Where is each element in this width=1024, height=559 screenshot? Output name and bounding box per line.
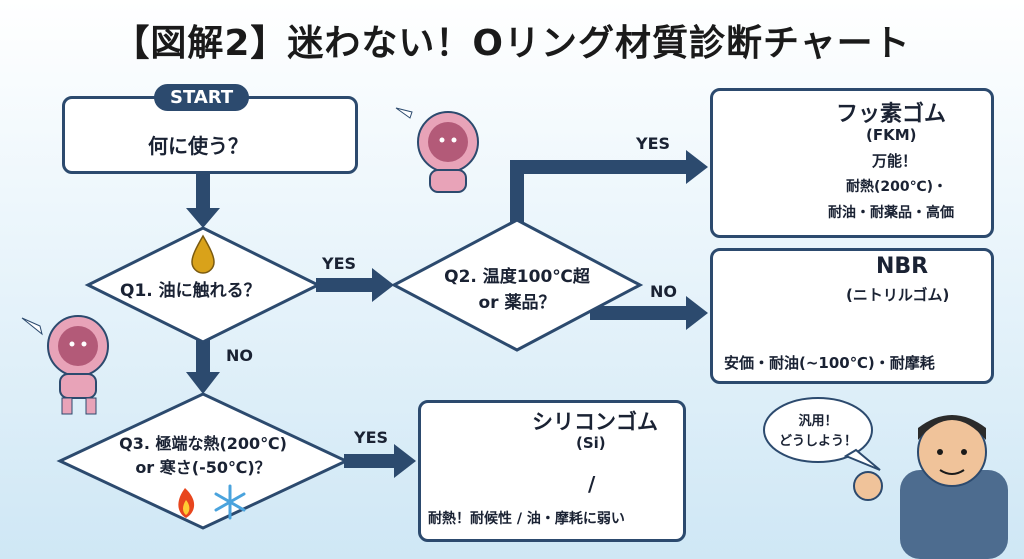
arrow-q2-to-fkm	[510, 150, 708, 234]
q3-yes-label: YES	[354, 428, 389, 447]
speech-line1: 汎用！	[798, 414, 838, 429]
q2-diamond	[390, 218, 644, 352]
speech-line2: どうしよう！	[778, 434, 857, 449]
q3-line2: or 寒さ(-50℃)？	[135, 458, 271, 477]
start-badge: START	[154, 84, 250, 111]
silicone-result-box	[418, 400, 686, 542]
q2-line1: Q2. 温度100℃超	[444, 267, 590, 287]
nbr-sub: (ニトリルゴム)	[846, 286, 950, 304]
fkm-sub: (FKM)	[866, 126, 917, 144]
start-question: 何に使う？	[148, 134, 248, 158]
speech-bubble	[763, 397, 881, 471]
snowflake-icon	[214, 484, 246, 520]
nbr-name: NBR	[876, 254, 929, 279]
fkm-desc1: 耐熱(200℃)・	[846, 179, 947, 195]
nbr-desc: 安価・耐油(~100℃)・耐摩耗	[724, 354, 935, 372]
silicone-slash: /	[588, 472, 596, 496]
page-title: 【図解2】迷わない！Oリング材質診断チャート	[113, 23, 911, 64]
silicone-desc: 耐熱！耐候性 / 油・摩耗に弱い	[428, 511, 625, 527]
arrow-q1-to-q3	[186, 340, 220, 394]
q1-diamond	[84, 226, 322, 344]
silicone-sub: (Si)	[576, 434, 606, 452]
fkm-name: フッ素ゴム	[836, 102, 947, 127]
nbr-result-box	[710, 248, 994, 384]
fkm-result-box	[710, 88, 994, 238]
q2-no-label: NO	[650, 282, 677, 301]
arrow-q3-to-silicone	[344, 444, 416, 478]
silicone-name: シリコンゴム	[532, 410, 658, 434]
q2-yes-label: YES	[636, 134, 671, 153]
q1-yes-label: YES	[322, 254, 357, 273]
fkm-desc2: 耐油・耐薬品・高価	[828, 205, 954, 221]
oil-drop-icon	[191, 234, 215, 274]
robot-mascot-left-icon	[21, 315, 109, 415]
q2-line2: or 薬品？	[478, 293, 556, 313]
q1-no-label: NO	[226, 346, 253, 365]
arrow-start-to-q1	[186, 172, 220, 228]
arrow-q2-to-nbr	[590, 296, 708, 330]
worker-character-icon	[853, 415, 1008, 559]
flame-icon	[178, 488, 195, 518]
q3-diamond	[56, 392, 350, 530]
robot-mascot-icon	[395, 107, 479, 193]
fkm-tag: 万能！	[872, 152, 918, 170]
arrow-q1-to-q2	[316, 268, 394, 302]
q3-line1: Q3. 極端な熱(200℃)	[119, 434, 287, 453]
q1-label: Q1. 油に触れる？	[120, 281, 261, 301]
